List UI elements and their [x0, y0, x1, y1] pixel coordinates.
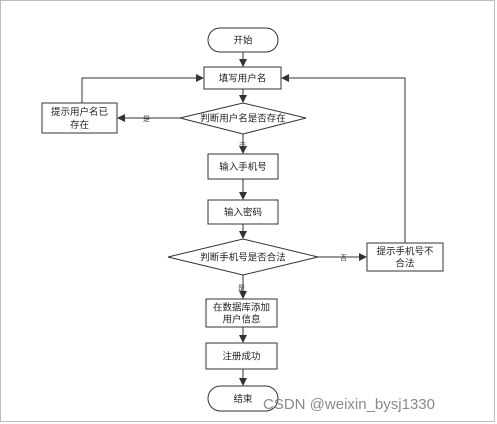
process-shape — [207, 153, 279, 180]
decision-shape — [167, 238, 319, 276]
node-prompt-username-exists: 提示用户名已 存在 — [41, 102, 118, 134]
process-shape — [207, 199, 279, 225]
process-shape — [205, 342, 278, 370]
node-check-phone: 判断手机号是否合法 — [167, 238, 319, 276]
node-fill-username-label: 填写用户名 — [219, 73, 267, 85]
node-end-label: 结束 — [233, 393, 253, 405]
node-check-username-label: 判断用户名是否存在 — [200, 113, 286, 125]
terminator-shape — [207, 385, 279, 412]
watermark-text: CSDN @weixin_bysj1330 — [263, 396, 435, 413]
edge-label-phone-no: 否 — [340, 254, 347, 262]
node-save-user: 在数据库添加 用户信息 — [205, 298, 278, 328]
edges — [81, 52, 406, 386]
edge-username-prompt-back — [81, 74, 204, 103]
terminator-shape — [207, 27, 279, 53]
node-input-password-label: 输入密码 — [224, 207, 262, 219]
node-save-user-line1: 在数据库添加 — [213, 302, 270, 314]
node-check-phone-label: 判断手机号是否合法 — [200, 252, 286, 264]
node-prompt-username-line2: 存在 — [70, 119, 89, 131]
process-shape — [41, 102, 118, 134]
edge-label-phone-yes: 是 — [238, 284, 245, 292]
edge-label-username-no: 否 — [239, 142, 246, 150]
node-check-username: 判断用户名是否存在 — [179, 102, 307, 135]
node-register-success-label: 注册成功 — [222, 351, 260, 363]
node-input-phone-label: 输入手机号 — [219, 161, 267, 173]
decision-shape — [179, 102, 307, 135]
process-shape — [205, 298, 278, 328]
node-save-user-line2: 用户信息 — [222, 314, 260, 326]
node-prompt-phone-line2: 合法 — [395, 258, 414, 270]
node-end: 结束 — [207, 385, 279, 412]
process-shape — [366, 242, 444, 272]
node-register-success: 注册成功 — [205, 342, 278, 370]
node-input-password: 输入密码 — [207, 199, 279, 225]
edge-phone-prompt-back — [281, 74, 406, 243]
node-prompt-phone-line1: 提示手机号不 — [376, 246, 434, 258]
node-prompt-username-line1: 提示用户名已 — [51, 106, 109, 118]
node-start-label: 开始 — [233, 35, 253, 47]
node-start: 开始 — [207, 27, 279, 53]
node-fill-username: 填写用户名 — [203, 66, 282, 90]
node-prompt-phone-invalid: 提示手机号不 合法 — [366, 242, 444, 272]
process-shape — [203, 66, 282, 90]
node-input-phone: 输入手机号 — [207, 153, 279, 180]
edge-label-username-yes: 是 — [143, 115, 150, 123]
